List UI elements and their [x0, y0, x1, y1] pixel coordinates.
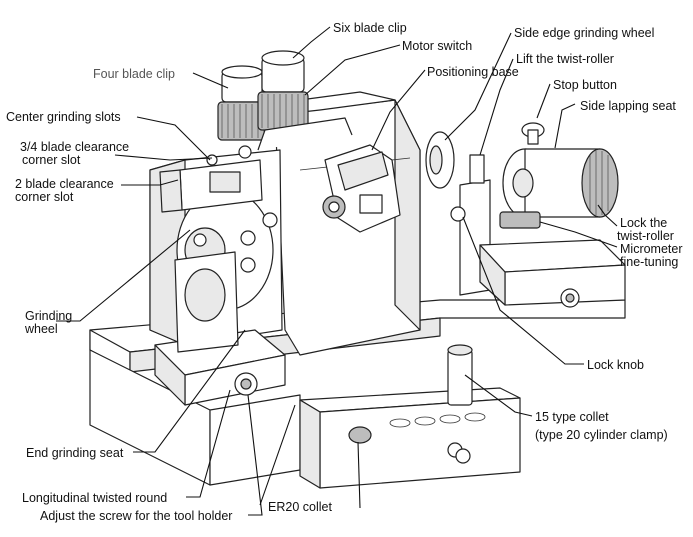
- label-grinding-wheel-1: Grinding: [25, 309, 72, 323]
- right-assembly: [425, 122, 626, 308]
- positioning-base-shape: [322, 144, 401, 233]
- label-four-blade-clip: Four blade clip: [93, 67, 175, 81]
- label-stop-button: Stop button: [553, 78, 617, 92]
- label-er20-collet: ER20 collet: [268, 500, 332, 514]
- leader-lines: [56, 26, 618, 516]
- label-lift-twist-roller: Lift the twist-roller: [516, 52, 614, 66]
- label-motor-switch: Motor switch: [402, 39, 472, 53]
- end-grinding-seat-shape: [154, 212, 286, 406]
- label-end-grinding-seat: End grinding seat: [26, 446, 124, 460]
- label-lock-twist-roller-1: Lock the: [620, 216, 667, 230]
- label-three-quarter-blade-2: corner slot: [22, 153, 81, 167]
- label-center-grinding-slots: Center grinding slots: [6, 110, 121, 124]
- blade-clips: [206, 50, 353, 166]
- label-micrometer-2: fine-tuning: [620, 255, 678, 269]
- label-adjust-screw: Adjust the screw for the tool holder: [40, 509, 232, 523]
- label-micrometer-1: Micrometer: [620, 242, 683, 256]
- label-positioning-base: Positioning base: [427, 65, 519, 79]
- label-six-blade-clip: Six blade clip: [333, 21, 407, 35]
- label-side-edge-grinding-wheel: Side edge grinding wheel: [514, 26, 654, 40]
- drawer: [299, 344, 521, 489]
- label-two-blade-1: 2 blade clearance: [15, 177, 114, 191]
- label-side-lapping-seat: Side lapping seat: [580, 99, 676, 113]
- machine-illustration: [89, 50, 626, 489]
- label-lock-twist-roller-2: twist-roller: [617, 229, 674, 243]
- label-longitudinal-twisted-round: Longitudinal twisted round: [22, 491, 167, 505]
- label-collet-15-1: 15 type collet: [535, 410, 609, 424]
- label-lock-knob: Lock knob: [587, 358, 644, 372]
- label-grinding-wheel-2: wheel: [24, 322, 58, 336]
- label-two-blade-2: corner slot: [15, 190, 74, 204]
- label-three-quarter-blade-1: 3/4 blade clearance: [20, 140, 129, 154]
- labels: Six blade clip Motor switch Four blade c…: [6, 21, 683, 523]
- label-collet-15-2: (type 20 cylinder clamp): [535, 428, 668, 442]
